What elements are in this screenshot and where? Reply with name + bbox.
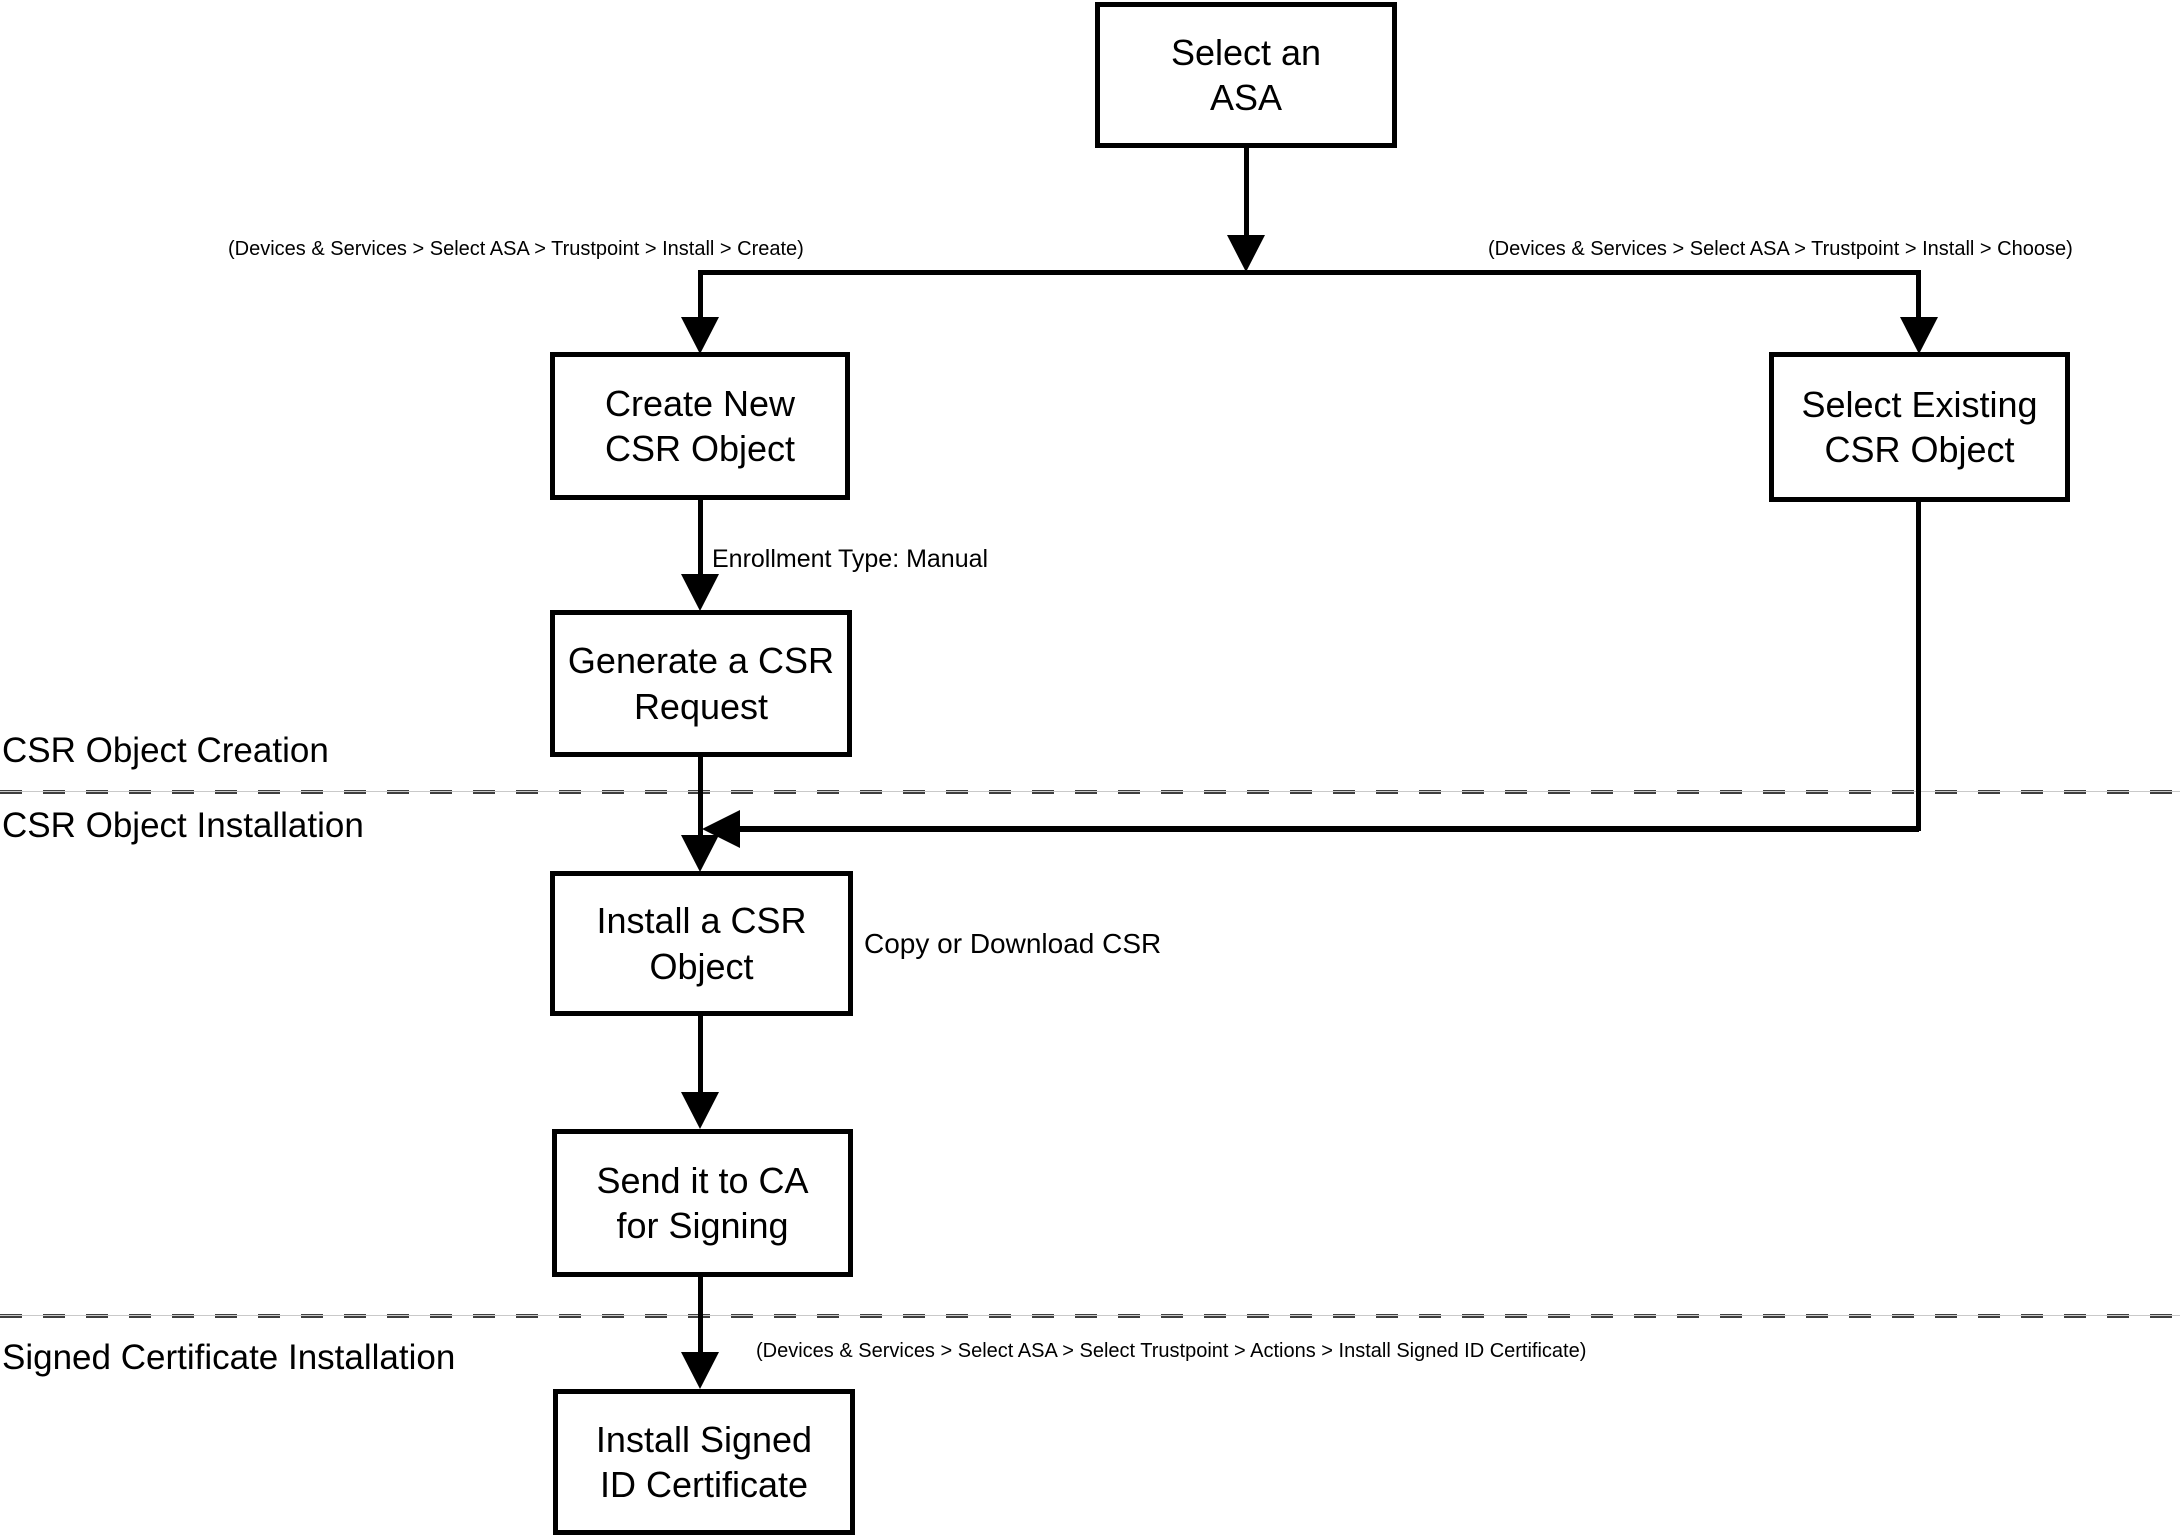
arrowhead-left-merge <box>702 810 740 848</box>
connector-generate-to-install <box>698 755 703 839</box>
flow-node-select-existing-csr: Select Existing CSR Object <box>1769 352 2070 502</box>
flow-node-generate-csr-text: Generate a CSR Request <box>567 640 835 727</box>
section-label-csr-object-installation: CSR Object Installation <box>2 806 364 845</box>
connector-create-to-generate <box>698 498 703 578</box>
connector-send-to-signed <box>698 1275 703 1355</box>
connector-install-to-send <box>698 1014 703 1096</box>
connector-existing-down <box>1916 500 1921 831</box>
flow-node-create-new-csr: Create New CSR Object <box>550 352 850 500</box>
arrowhead-down-branch <box>1227 235 1265 272</box>
flow-node-create-new-csr-text: Create New CSR Object <box>604 382 796 469</box>
arrowhead-down-generate <box>681 574 719 611</box>
connector-branch-left-down <box>698 270 703 322</box>
section-label-csr-object-creation: CSR Object Creation <box>2 731 329 770</box>
section-label-signed-certificate-installation: Signed Certificate Installation <box>2 1338 456 1377</box>
arrowhead-down-select-existing <box>1900 317 1938 354</box>
section-divider-creation-installation <box>0 790 2180 794</box>
breadcrumb-choose-label: (Devices & Services > Select ASA > Trust… <box>1488 238 2073 260</box>
arrowhead-down-send <box>681 1092 719 1129</box>
flow-node-select-existing-csr-text: Select Existing CSR Object <box>1801 383 2038 470</box>
connector-branch-horizontal <box>700 270 1921 275</box>
flow-node-generate-csr: Generate a CSR Request <box>550 610 852 757</box>
breadcrumb-create-label: (Devices & Services > Select ASA > Trust… <box>228 238 804 260</box>
breadcrumb-install-signed-label: (Devices & Services > Select ASA > Selec… <box>756 1340 1587 1362</box>
flow-node-install-csr: Install a CSR Object <box>550 871 853 1016</box>
flow-node-install-signed-cert-text: Install Signed ID Certificate <box>595 1418 813 1505</box>
flow-node-select-asa-text: Select an ASA <box>1170 31 1322 118</box>
flow-node-install-signed-cert: Install Signed ID Certificate <box>553 1389 855 1535</box>
connector-branch-right-down <box>1916 270 1921 322</box>
connector-select-asa-down <box>1244 148 1249 240</box>
flow-node-select-asa: Select an ASA <box>1095 2 1397 148</box>
flow-node-send-to-ca: Send it to CA for Signing <box>552 1129 853 1277</box>
flow-node-send-to-ca-text: Send it to CA for Signing <box>596 1159 809 1246</box>
flow-node-install-csr-text: Install a CSR Object <box>596 900 807 987</box>
enrollment-type-label: Enrollment Type: Manual <box>712 545 989 573</box>
connector-merge-horizontal <box>712 826 1919 832</box>
copy-or-download-label: Copy or Download CSR <box>864 928 1162 959</box>
arrowhead-down-create-new <box>681 317 719 354</box>
section-divider-installation-signed <box>0 1314 2180 1318</box>
arrowhead-down-install-signed <box>681 1352 719 1389</box>
